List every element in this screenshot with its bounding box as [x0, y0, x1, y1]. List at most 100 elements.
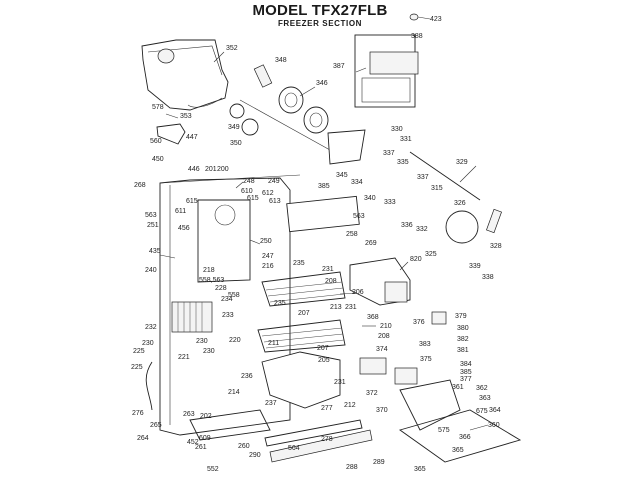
callout-278: 278 — [321, 436, 333, 443]
callout-214: 214 — [228, 389, 240, 396]
callout-452: 452 — [187, 439, 199, 446]
callout-338: 338 — [482, 274, 494, 281]
callout-249: 249 — [268, 178, 280, 185]
part-423-plug — [409, 13, 419, 21]
callout-611: 611 — [175, 208, 186, 215]
callout-423: 423 — [430, 16, 442, 23]
callout-202: 202 — [200, 413, 212, 420]
callout-615-left: 615 — [186, 198, 198, 205]
callout-263: 263 — [183, 411, 195, 418]
freezer-shelves — [257, 271, 346, 353]
callout-235-mid: 235 — [274, 300, 286, 307]
callout-250: 250 — [260, 238, 272, 245]
callout-348: 348 — [275, 57, 287, 64]
callout-379: 379 — [455, 313, 467, 320]
callout-609: 609 — [199, 435, 211, 442]
callout-575: 575 — [438, 427, 450, 434]
callout-372: 372 — [366, 390, 378, 397]
callout-206: 206 — [352, 289, 364, 296]
callout-258: 258 — [346, 231, 358, 238]
callout-326: 326 — [454, 200, 466, 207]
callout-218: 218 — [203, 267, 215, 274]
icemaker-820 — [349, 257, 411, 306]
callout-220: 220 — [229, 337, 241, 344]
callout-364: 364 — [489, 407, 501, 414]
callout-387: 387 — [333, 63, 345, 70]
callout-337-mid: 337 — [417, 174, 429, 181]
diagram-title: MODEL TFX27FLB — [252, 2, 388, 19]
callout-260: 260 — [238, 443, 250, 450]
callout-labels: 423 352 388 387 348 346 578 353 349 447 … — [131, 16, 502, 473]
evaporator — [171, 301, 213, 333]
callout-325: 325 — [425, 251, 437, 258]
callout-221: 221 — [178, 354, 190, 361]
callout-385-elec: 385 — [460, 369, 472, 376]
gear-350 — [241, 118, 259, 136]
auger-parts — [239, 64, 331, 151]
callout-216: 216 — [262, 263, 274, 270]
callout-675: 675 — [476, 408, 488, 415]
cover-447 — [156, 123, 186, 145]
dispenser-door-frame — [354, 34, 419, 108]
fan-bracket-250 — [197, 199, 251, 283]
callout-208-mid: 208 — [378, 333, 390, 340]
electrical-box-360 — [398, 379, 522, 463]
callout-333: 333 — [384, 199, 396, 206]
callout-377: 377 — [460, 376, 472, 383]
callout-339: 339 — [469, 263, 481, 270]
callout-345: 345 — [336, 172, 348, 179]
callout-207-mid: 207 — [317, 345, 329, 352]
callout-236: 236 — [241, 373, 253, 380]
freezer-cabinet — [159, 174, 301, 436]
callout-208-top: 208 — [325, 278, 337, 285]
callout-210: 210 — [380, 323, 392, 330]
callout-613: 613 — [269, 198, 281, 205]
callout-615-right: 615 — [247, 195, 259, 202]
motor-325 — [445, 210, 479, 244]
callout-290: 290 — [249, 452, 261, 459]
callout-237: 237 — [265, 400, 277, 407]
callout-228: 228 — [215, 285, 227, 292]
diagram-subtitle: FREEZER SECTION — [277, 19, 363, 28]
cover-385 — [286, 195, 360, 233]
callout-366: 366 — [459, 434, 471, 441]
rod-329 — [409, 151, 481, 201]
callout-288: 288 — [346, 464, 358, 471]
callout-269: 269 — [365, 240, 377, 247]
callout-329: 329 — [456, 159, 468, 166]
callout-560: 560 — [150, 138, 162, 145]
callout-225-bottom: 225 — [131, 364, 143, 371]
callout-200: 200 — [217, 166, 229, 173]
callout-331: 331 — [400, 136, 412, 143]
callout-363: 363 — [479, 395, 491, 402]
callout-365-bottom: 365 — [414, 466, 426, 473]
callout-233: 233 — [222, 312, 234, 319]
callout-334: 334 — [351, 179, 363, 186]
leader-lines — [159, 51, 489, 431]
callout-268: 268 — [134, 182, 146, 189]
callout-361: 361 — [452, 384, 464, 391]
callout-207-top: 207 — [298, 310, 310, 317]
callout-248: 248 — [243, 178, 255, 185]
callout-375: 375 — [420, 356, 432, 363]
callout-235-top: 235 — [293, 260, 305, 267]
callout-336: 336 — [401, 222, 413, 229]
callout-201: 201 — [205, 166, 217, 173]
callout-335: 335 — [397, 159, 409, 166]
callout-247: 247 — [262, 253, 274, 260]
callout-353: 353 — [180, 113, 192, 120]
callout-230-left: 230 — [196, 338, 208, 345]
callout-558: 558 — [228, 292, 240, 299]
callout-265: 265 — [150, 422, 162, 429]
callout-230-far-left: 230 — [142, 340, 154, 347]
callout-446: 446 — [188, 166, 200, 173]
callout-610: 610 — [241, 188, 253, 195]
callout-349: 349 — [228, 124, 240, 131]
callout-234: 234 — [221, 296, 233, 303]
callout-563-mid: 563 — [353, 213, 365, 220]
callout-362: 362 — [476, 385, 488, 392]
callout-213: 213 — [330, 304, 342, 311]
callout-450: 450 — [152, 156, 164, 163]
callout-388: 388 — [411, 33, 423, 40]
